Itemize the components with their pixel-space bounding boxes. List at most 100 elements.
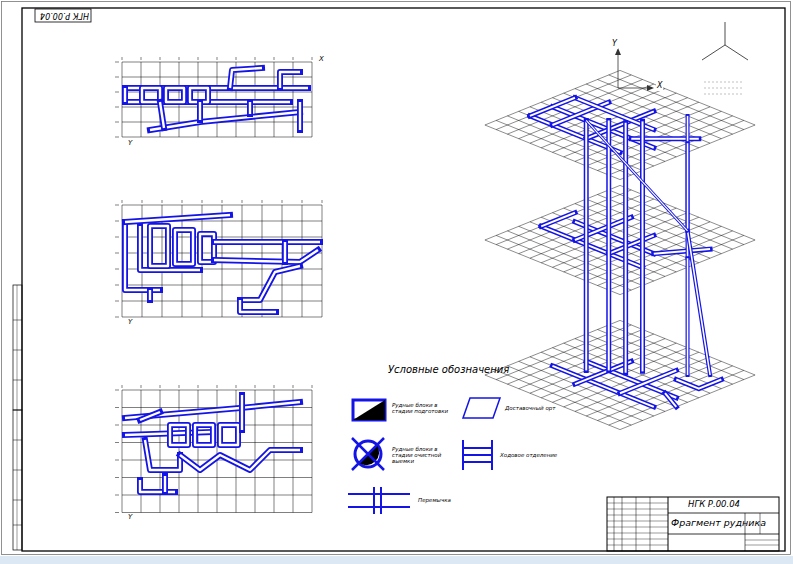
drift-outline: [140, 480, 175, 492]
drift-core: [140, 480, 175, 492]
drift-outline: [640, 121, 645, 371]
drift-core: [149, 290, 151, 300]
drift-core: [620, 370, 676, 393]
level-plan: [115, 385, 312, 513]
drift-outline: [586, 120, 687, 230]
level-plan: [115, 200, 322, 317]
axis-label: Y: [128, 140, 132, 148]
drift-outline: [150, 226, 168, 266]
axis-icon: [615, 48, 654, 91]
drift-outline: [282, 242, 288, 262]
drift-core: [164, 476, 166, 492]
drift-core: [665, 393, 676, 407]
axis-triad: [702, 22, 748, 94]
drift-outline: [140, 412, 160, 420]
drift-core: [150, 226, 168, 266]
drift-outline: [247, 102, 253, 114]
drift-core: [214, 241, 320, 243]
drift-core: [240, 300, 276, 312]
drift-core: [642, 121, 644, 371]
drift-outline: [541, 213, 575, 227]
drift-outline: [688, 231, 711, 375]
block-sample: [353, 400, 385, 420]
legend-text: Ходовое отделение: [500, 452, 570, 458]
drift-outline: [162, 476, 168, 492]
ladder-sample: [463, 440, 492, 470]
plan-grid: [115, 200, 322, 317]
drift-outline: [575, 361, 631, 384]
drift-outline: [530, 98, 575, 116]
drift-outline: [195, 425, 213, 445]
side-stamps: [13, 285, 22, 550]
bulkhead-sample: [348, 487, 410, 514]
drift-core: [140, 226, 200, 270]
title-block: [607, 497, 779, 551]
drift-outline: [620, 370, 676, 393]
drift-outline: [686, 258, 690, 375]
drift-core: [249, 102, 251, 114]
drift-core: [145, 440, 180, 470]
drift-outline: [606, 120, 611, 370]
drift-outline: [654, 249, 710, 254]
drift-outline: [214, 250, 318, 262]
drift-core: [230, 68, 262, 88]
drift-outline: [609, 235, 654, 253]
drift-core: [575, 217, 631, 240]
drift-outline: [160, 102, 164, 128]
drift-core: [220, 425, 238, 445]
drift-core: [280, 72, 300, 88]
drift-core: [160, 102, 164, 128]
legend-text: Доставочный орт: [505, 405, 575, 411]
drift-core: [241, 395, 243, 430]
axis-label: X: [656, 82, 663, 91]
drift-core: [654, 249, 710, 254]
drift-outline: [150, 112, 300, 130]
drift-outline: [280, 72, 300, 88]
drift-outline: [175, 230, 193, 264]
legend-text: Рудные блоки в стадии подготовки: [392, 402, 454, 414]
drift-outline: [240, 266, 300, 300]
drift-outline: [676, 380, 721, 389]
block-fill: [353, 400, 385, 420]
drift-outline: [230, 68, 262, 88]
drawing-frame: [22, 8, 785, 551]
level-grid: [485, 70, 755, 179]
drift-core: [214, 250, 318, 262]
drift-outline: [552, 107, 653, 148]
drift-core: [175, 230, 193, 264]
drift-outline: [665, 393, 676, 407]
legend-text: Перемычка: [418, 497, 488, 503]
axis-label: Y: [128, 319, 132, 327]
level-plan: [115, 57, 312, 137]
drift-outline: [686, 143, 690, 231]
sheet-edge: [2, 2, 791, 555]
drift-outline: [239, 395, 245, 430]
drift-core: [541, 213, 575, 227]
drift-outline: [584, 120, 589, 370]
drift-core: [140, 412, 160, 420]
legend-samples: [348, 398, 500, 514]
designation-box: [35, 9, 91, 22]
plan-grid: [115, 385, 312, 513]
axis-label: Y: [611, 40, 618, 49]
drift-core: [240, 266, 300, 300]
drift-core: [284, 242, 286, 262]
drift-core: [125, 215, 230, 222]
drift-outline: [140, 226, 200, 270]
drift-core: [180, 450, 300, 470]
axis-label: X: [318, 56, 325, 64]
drift-core: [625, 123, 627, 373]
designation: НГК Р.00.04: [40, 10, 89, 19]
drift-core: [585, 120, 587, 370]
drift-outline: [125, 215, 230, 222]
plan-grid: [115, 57, 312, 137]
drift-core: [676, 380, 721, 389]
drift-outline: [220, 425, 238, 445]
drift-sample: [463, 398, 500, 418]
isometric-view: [485, 70, 755, 429]
drift-core: [687, 143, 689, 231]
designation: НГК Р.00.04: [688, 500, 740, 509]
